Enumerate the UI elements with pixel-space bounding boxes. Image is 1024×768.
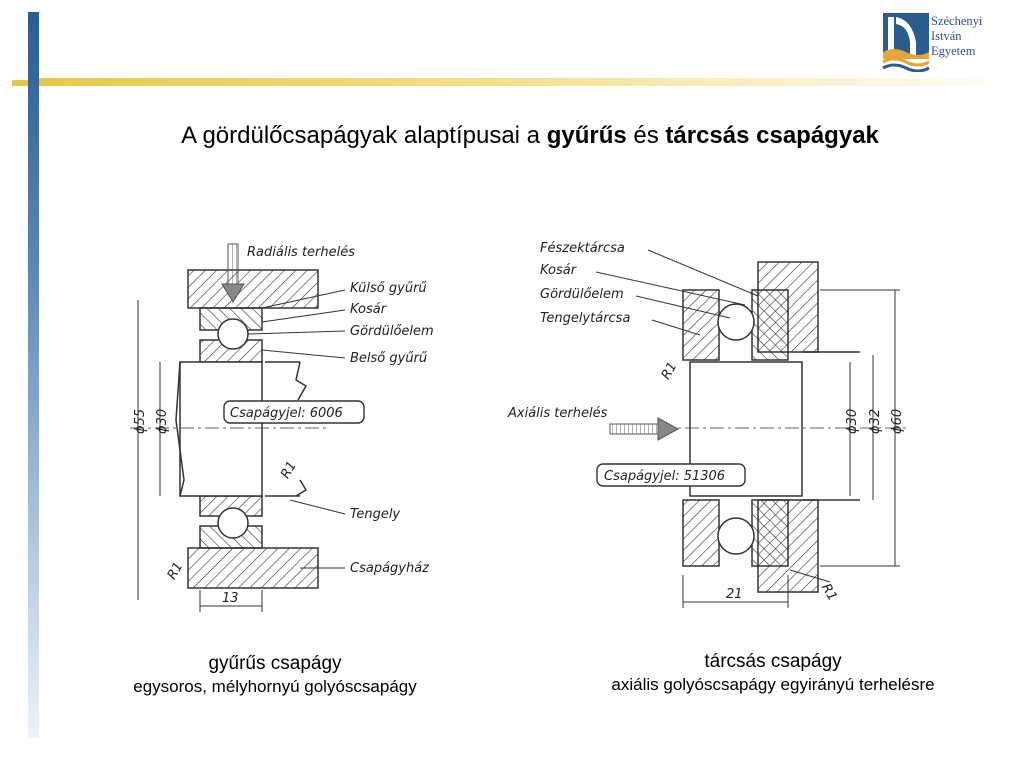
dim-outer-diameter-right-label: ϕ60 — [890, 409, 905, 434]
housing-washer-label: Fészektárcsa — [540, 241, 625, 256]
radial-load-arrow — [221, 243, 245, 303]
university-logo-icon — [882, 13, 930, 72]
title-bold-disc: tárcsás csapágyak — [665, 122, 879, 149]
rolling-element-label-right: Gördülőelem — [540, 287, 624, 302]
title-bold-ring: gyűrűs — [546, 122, 627, 149]
designation-label-left: Csapágyjel: 6006 — [230, 406, 343, 421]
rolling-element-label-left: Gördülőelem — [350, 324, 434, 339]
dim-outer-diameter-label: ϕ55 — [133, 409, 148, 434]
radial-load-label: Radiális terhelés — [247, 245, 355, 260]
left-caption-subtitle: egysoros, mélyhornyú golyóscsapágy — [133, 677, 417, 696]
right-caption: tárcsás csapágy axiális golyóscsapágy eg… — [548, 650, 998, 696]
left-accent-bar — [28, 12, 39, 738]
radius-label-right-2: R1 — [818, 581, 840, 603]
dim-inner-diameter-label: ϕ30 — [155, 409, 170, 434]
logo-line-2: István — [931, 29, 962, 43]
axial-load-label: Axiális terhelés — [507, 406, 608, 421]
shaft-washer-label: Tengelytárcsa — [540, 311, 630, 326]
left-leader-lines — [247, 289, 346, 569]
radius-label-left-2: R1 — [165, 560, 187, 582]
designation-box-right — [596, 463, 746, 487]
left-caption-title: gyűrűs csapágy — [208, 653, 342, 674]
right-leader-lines — [595, 249, 831, 583]
radius-label-left-1: R1 — [278, 459, 300, 481]
radius-label-right-1: R1 — [659, 360, 681, 382]
dim-washer-bore-label: ϕ32 — [868, 409, 883, 434]
dim-width-label-right: 21 — [726, 587, 743, 602]
shaft-label: Tengely — [350, 507, 400, 522]
right-caption-subtitle: axiális golyóscsapágy egyirányú terhelés… — [611, 675, 935, 694]
cage-label-left: Kosár — [350, 302, 388, 317]
header-divider-stub — [12, 80, 28, 86]
axial-load-arrow — [609, 417, 680, 441]
designation-box-left — [223, 400, 365, 424]
title-prefix: A gördülőcsapágyak alaptípusai a — [181, 122, 547, 149]
header-divider-line — [39, 78, 1024, 86]
logo-line-3: Egyetem — [931, 44, 976, 58]
dim-width-label-left: 13 — [222, 591, 239, 606]
designation-label-right: Csapágyjel: 51306 — [604, 469, 725, 484]
logo-line-1: Széchenyi — [931, 14, 983, 28]
slide-title: A gördülőcsapágyak alaptípusai a gyűrűs … — [0, 122, 1024, 150]
cage-label-right: Kosár — [540, 263, 578, 278]
radial-bearing-drawing — [130, 269, 330, 612]
dim-shaft-diameter-label: ϕ30 — [845, 409, 860, 434]
left-caption: gyűrűs csapágy egysoros, mélyhornyú goly… — [60, 652, 490, 698]
housing-label: Csapágyház — [350, 561, 430, 576]
logo-text: Széchenyi István Egyetem — [931, 14, 982, 59]
outer-ring-label: Külső gyűrű — [350, 281, 427, 296]
thrust-bearing-drawing — [660, 261, 910, 608]
title-mid: és — [626, 122, 666, 149]
right-caption-title: tárcsás csapágy — [704, 651, 842, 672]
inner-ring-label: Belső gyűrű — [350, 351, 428, 366]
